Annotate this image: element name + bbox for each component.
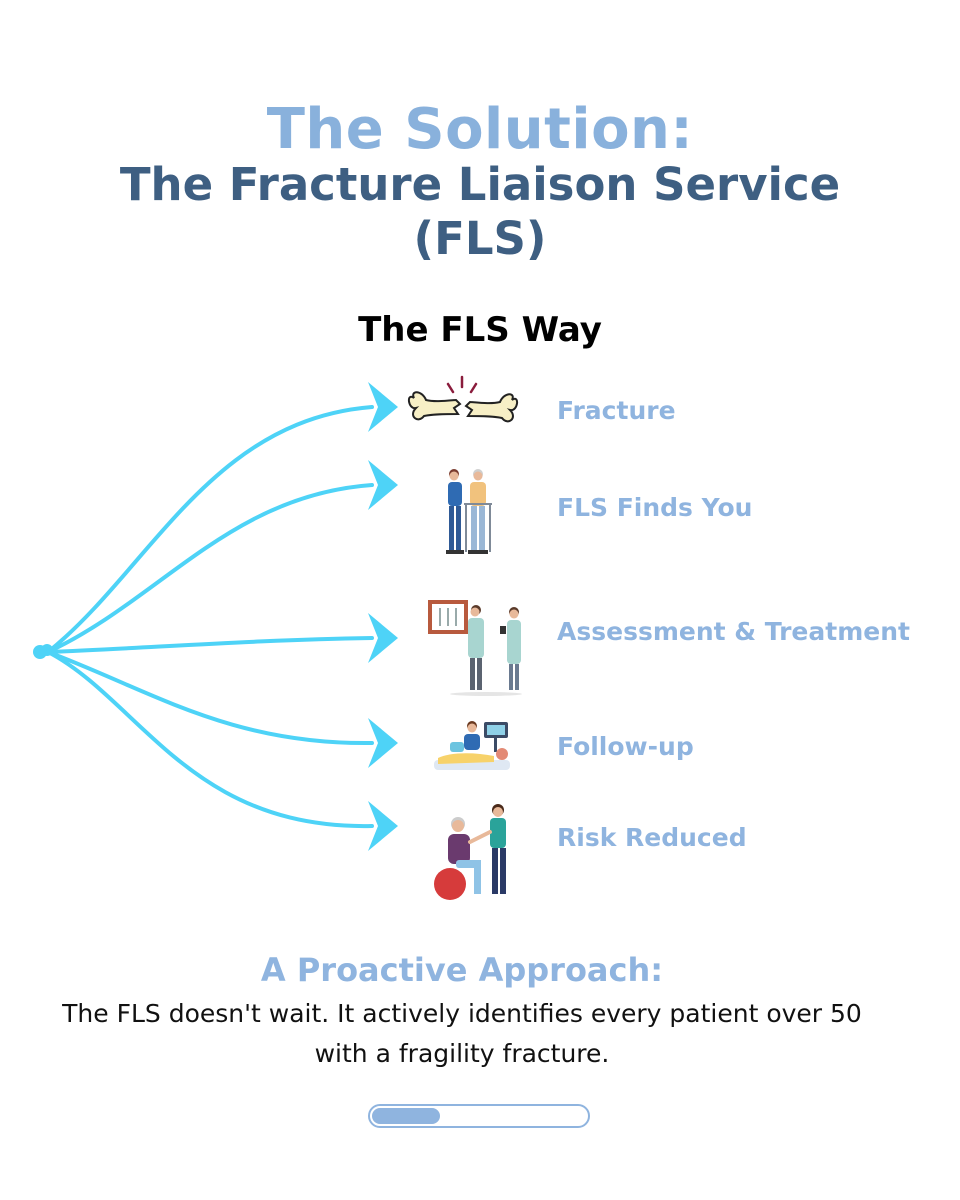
arrow-to-follow-up bbox=[46, 650, 374, 746]
section-body-line-2: with a fragility fracture. bbox=[314, 1039, 610, 1068]
fan-arrows bbox=[33, 382, 398, 851]
nurse-helping-patient-walker-icon bbox=[446, 469, 492, 554]
arrowhead-assessment bbox=[368, 613, 398, 663]
step-label-fracture: Fracture bbox=[557, 396, 676, 425]
step-label-follow-up: Follow-up bbox=[557, 732, 694, 761]
page-title: The Solution: bbox=[266, 97, 694, 162]
heading-line-service: The Fracture Liaison Service bbox=[119, 158, 841, 211]
arrowhead-follow-up bbox=[368, 718, 398, 768]
carousel-progress-fill bbox=[372, 1108, 440, 1124]
arrow-to-fls-finds-you bbox=[46, 483, 374, 654]
arrowhead-fls-finds-you bbox=[368, 460, 398, 510]
section-body-line-1: The FLS doesn't wait. It actively identi… bbox=[62, 999, 862, 1028]
section-body: The FLS doesn't wait. It actively identi… bbox=[20, 994, 904, 1074]
arrow-to-assessment bbox=[46, 636, 374, 654]
page-heading: The Fracture Liaison Service (FLS) bbox=[0, 158, 960, 266]
patient-examination-icon bbox=[434, 721, 510, 770]
step-label-assessment-treatment: Assessment & Treatment bbox=[557, 617, 910, 646]
section-title: A Proactive Approach: bbox=[260, 951, 664, 989]
arrowhead-risk-reduced bbox=[368, 801, 398, 851]
diagram-subtitle: The FLS Way bbox=[358, 310, 602, 350]
carousel-progress-bar[interactable] bbox=[368, 1104, 590, 1128]
arrow-to-risk-reduced bbox=[46, 650, 374, 829]
arrow-to-fracture bbox=[46, 405, 374, 654]
arrowhead-fracture bbox=[368, 382, 398, 432]
step-label-risk-reduced: Risk Reduced bbox=[557, 823, 747, 852]
doctors-reviewing-xray-icon bbox=[428, 600, 522, 696]
patient-exercise-ball-icon bbox=[434, 804, 506, 900]
broken-bone-icon bbox=[408, 375, 518, 423]
heading-line-acronym: (FLS) bbox=[413, 212, 547, 265]
step-label-fls-finds-you: FLS Finds You bbox=[557, 493, 753, 522]
